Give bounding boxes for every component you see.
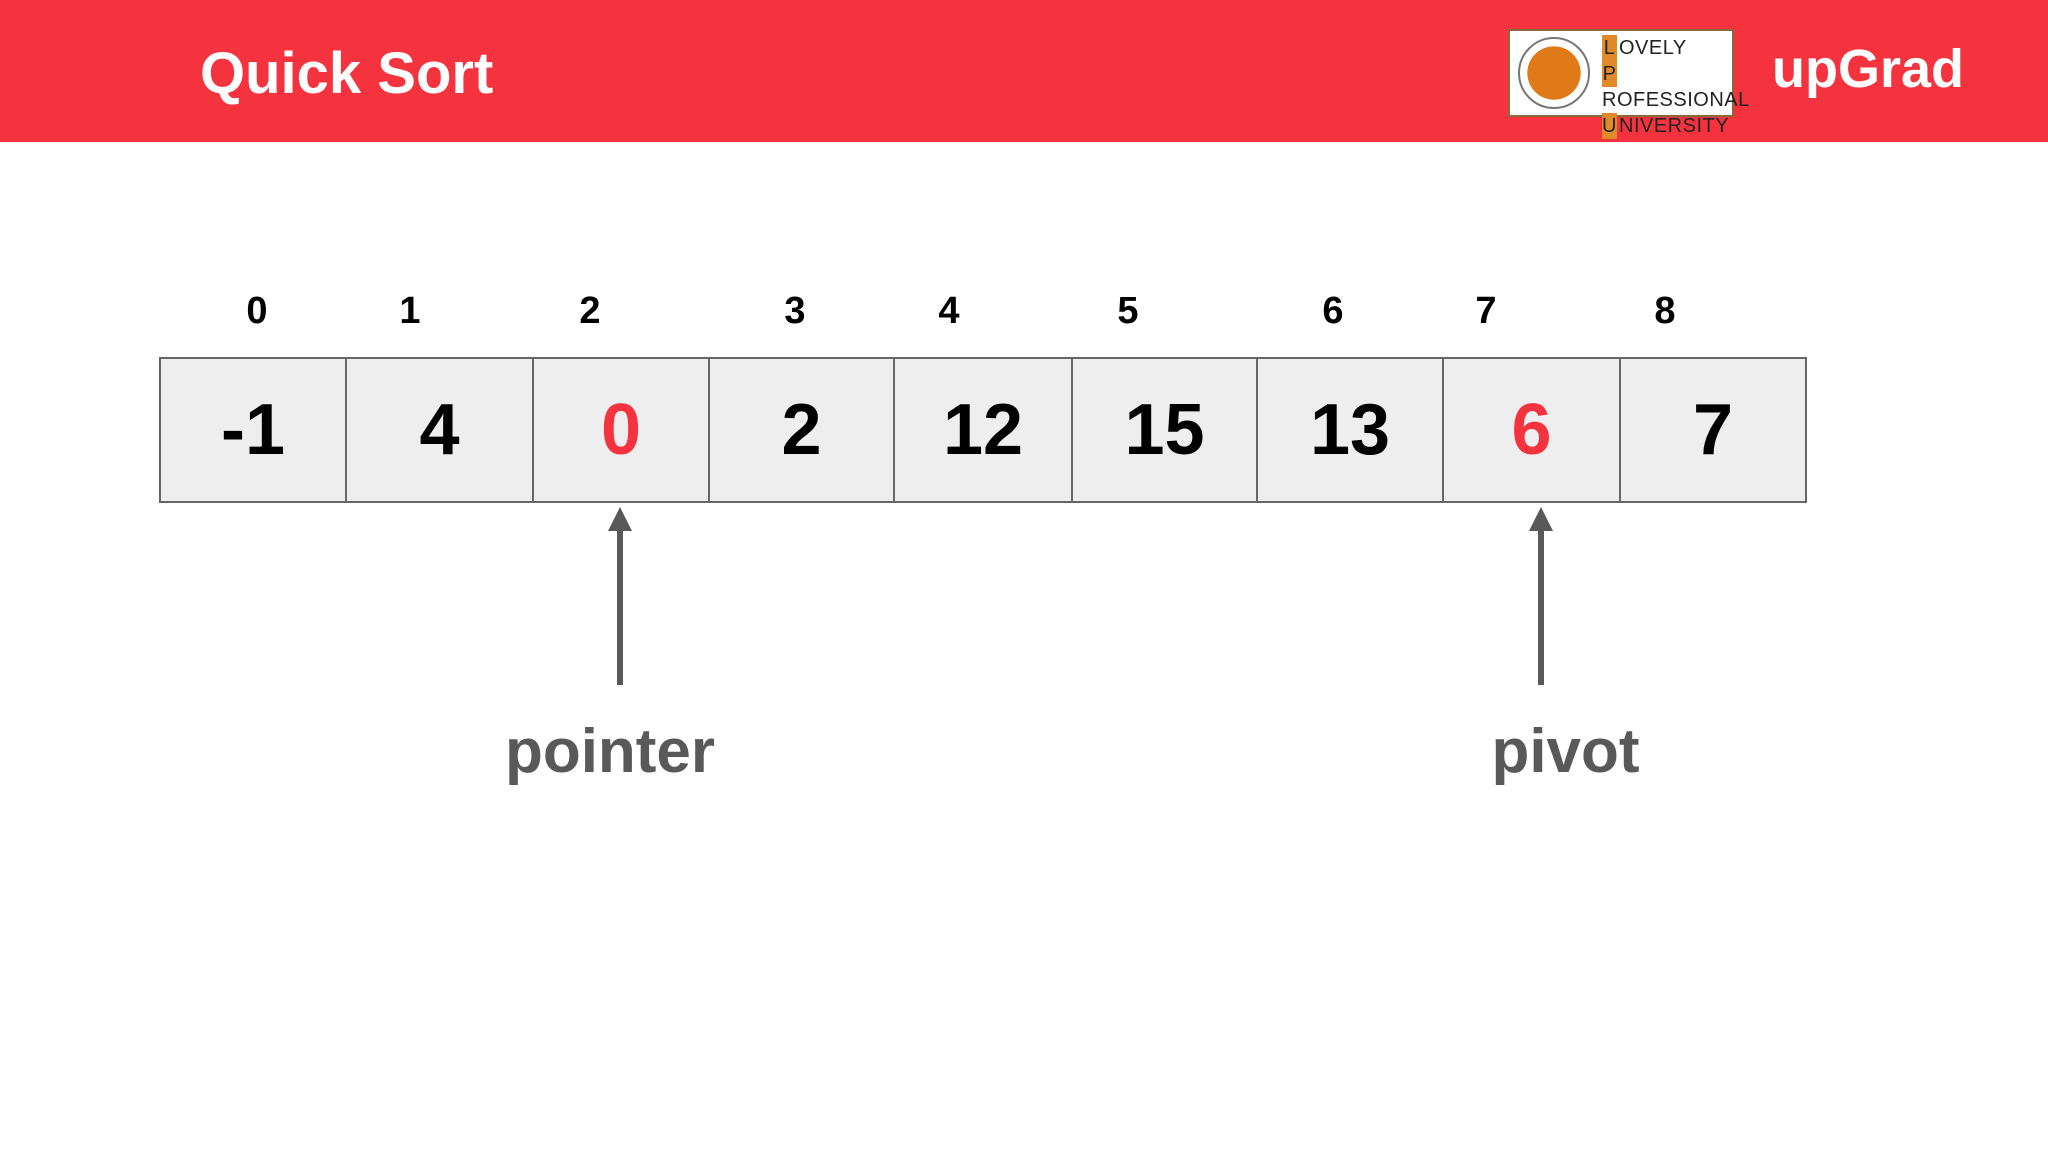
array-index-label: 5 <box>1117 290 1139 332</box>
lpu-logo-letter: U <box>1602 113 1617 139</box>
array-index-label: 7 <box>1475 290 1497 332</box>
pivot-arrow-icon <box>1528 507 1553 685</box>
array-cell: 13 <box>1256 357 1444 503</box>
array-cell: 12 <box>893 357 1073 503</box>
pointer-label: pointer <box>504 717 716 786</box>
array-cell: -1 <box>159 357 347 503</box>
array-index-label: 4 <box>938 290 960 332</box>
lpu-logo-text: OVELY <box>1619 37 1687 59</box>
pivot-label: pivot <box>1491 717 1640 786</box>
lpu-logo-letter: L <box>1602 35 1617 61</box>
lpu-seal-icon <box>1518 37 1590 109</box>
array-index-label: 2 <box>579 290 601 332</box>
lpu-logo-letter: P <box>1602 61 1617 87</box>
array-index-label: 0 <box>246 290 268 332</box>
array-cell: 7 <box>1619 357 1807 503</box>
array-index-label: 1 <box>399 290 421 332</box>
page-title: Quick Sort <box>200 41 494 106</box>
array-cell: 0 <box>532 357 710 503</box>
lpu-logo-text: NIVERSITY <box>1619 115 1730 137</box>
array-cell: 4 <box>345 357 534 503</box>
lpu-logo-text: ROFESSIONAL <box>1602 89 1750 111</box>
array-index-label: 8 <box>1654 290 1676 332</box>
array-cell: 6 <box>1442 357 1621 503</box>
array-cell: 2 <box>708 357 895 503</box>
array-cell: 15 <box>1071 357 1258 503</box>
pointer-arrow-icon <box>608 507 632 685</box>
upgrad-logo: upGrad <box>1772 39 1965 99</box>
array-index-label: 3 <box>784 290 806 332</box>
array-index-label: 6 <box>1322 290 1344 332</box>
